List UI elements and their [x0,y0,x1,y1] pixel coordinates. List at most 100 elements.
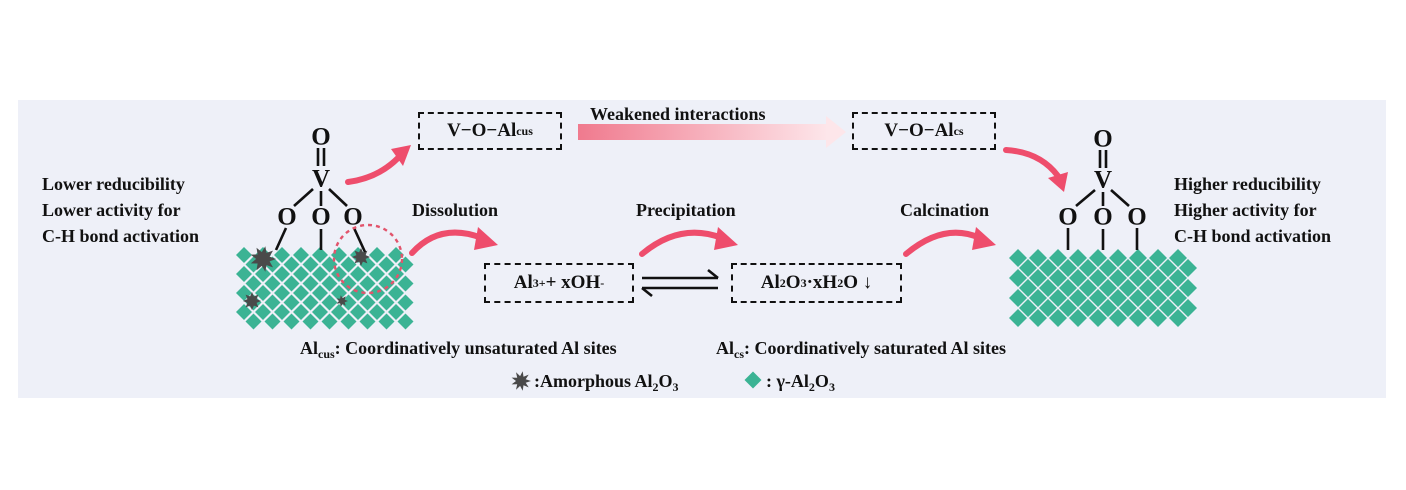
amorphous-alumina-particle [352,248,370,266]
lattice-diamond [378,256,395,273]
lattice-diamond [1059,299,1077,317]
lattice-diamond [1149,249,1167,267]
lattice-diamond [1009,309,1027,327]
lattice-diamond [1159,299,1177,317]
lattice-diamond [1019,279,1037,297]
lattice-diamond [1029,249,1047,267]
lattice-diamond [245,275,262,292]
arrow-calcination-head [972,227,996,250]
lattice-diamond [378,275,395,292]
lattice-diamond [388,285,404,301]
lattice-diamond [1179,279,1197,297]
lattice-diamond [1089,269,1107,287]
lattice-diamond [321,313,338,330]
lattice-diamond [1019,299,1037,317]
lattice-diamond [293,285,309,301]
lattice-diamond [397,294,414,311]
left-state-line-2: Lower activity for [42,200,181,220]
lattice-diamond [236,247,252,263]
lattice-diamond [1159,279,1177,297]
lattice-diamond [1009,289,1027,307]
lattice-diamond [331,304,347,320]
lattice-diamond [1179,259,1197,277]
lattice-diamond [1129,309,1147,327]
lattice-diamond [388,247,404,263]
weakened-interactions-label: Weakened interactions [590,104,766,124]
right-oxo-oxygen: O [1093,125,1113,153]
lattice-diamond [350,266,366,282]
lattice-diamond [274,266,290,282]
lattice-diamond [1089,309,1107,327]
lattice-diamond [1139,299,1157,317]
lattice-diamond [264,275,281,292]
lattice-diamond [359,275,376,292]
lattice-diamond [1009,249,1027,267]
lattice-diamond [331,285,347,301]
lattice-diamond [274,285,290,301]
amorphous-alumina-particle [511,371,531,391]
lattice-diamond [1029,289,1047,307]
lattice-diamond [302,275,319,292]
lattice-diamond [255,304,271,320]
left-vanadium: V [311,165,331,193]
lattice-diamond [283,313,300,330]
lattice-diamond [1059,279,1077,297]
lattice-diamond [293,266,309,282]
gamma-alumina-symbol [744,371,762,389]
right-bridging-oxygen-2: O [1093,203,1113,231]
lattice-diamond [1049,269,1067,287]
precipitate-down-arrow: ↓ [862,272,873,293]
lattice-diamond [293,304,309,320]
weakened-interactions-arrow-head [826,116,846,148]
lattice-diamond [397,275,414,292]
lattice-diamond [1099,299,1117,317]
arrow-precipitation-head [714,227,738,250]
step-precipitation: Precipitation [636,200,736,220]
lattice-diamond [236,304,252,320]
left-oxo-oxygen: O [311,123,331,151]
right-vanadium: V [1093,166,1113,194]
lattice-diamond [1149,309,1167,327]
lattice-diamond [264,294,281,311]
lattice-diamond [369,266,385,282]
lattice-diamond [1169,309,1187,327]
lattice-diamond [283,275,300,292]
lattice-diamond [321,294,338,311]
arrow-dissolution-head [474,227,498,250]
lattice-diamond [312,304,328,320]
lattice-diamond [1069,249,1087,267]
arrow-molecule-to-vo-alcus-head [391,145,411,166]
lattice-diamond [255,285,271,301]
highlight-dashed-circle [332,223,404,295]
lattice-diamond [369,304,385,320]
legend-gamma-label: : γ-Al2O3 [766,371,835,394]
lattice-diamond [312,247,328,263]
lattice-diamond [1089,249,1107,267]
lattice-diamond [1109,249,1127,267]
lattice-diamond [274,247,290,263]
lattice-diamond [1039,299,1057,317]
arrow-vo-alcs-to-molecule-head [1048,172,1068,192]
lattice-diamond [302,256,319,273]
lattice-diamond [331,266,347,282]
lattice-diamond [359,294,376,311]
arrow-molecule-to-vo-alcus [345,155,401,185]
lattice-diamond [350,285,366,301]
lattice-diamond [378,294,395,311]
lattice-diamond [283,294,300,311]
lattice-diamond [1109,289,1127,307]
lattice-diamond [1049,309,1067,327]
lattice-diamond [369,247,385,263]
legend-amorphous-label: :Amorphous Al2O3 [534,371,679,394]
legend-al-cs: Alcs: Coordinatively saturated Al sites [716,338,1006,361]
right-vanadyl-bonds [1066,150,1139,250]
lattice-diamond [1149,269,1167,287]
lattice-diamond [1129,289,1147,307]
amorphous-alumina-particle [336,295,348,307]
lattice-diamond [274,304,290,320]
